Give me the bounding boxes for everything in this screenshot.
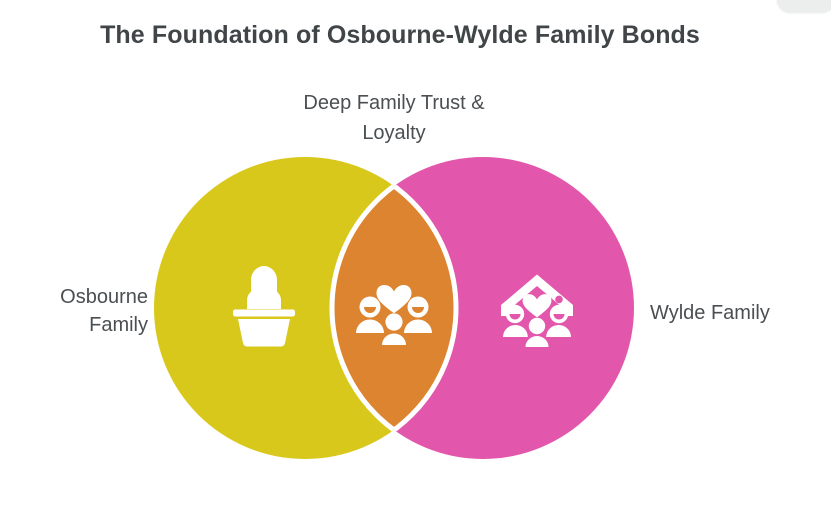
venn-intersection-outline: [329, 157, 456, 459]
venn-label-right: Wylde Family: [650, 302, 770, 324]
venn-label-left-line-2: Family: [89, 314, 148, 336]
family-under-roof-icon: [501, 274, 573, 347]
venn-intersection-label-line-2: Loyalty: [362, 122, 426, 144]
venn-intersection-label-line-1: Deep Family Trust &: [303, 92, 485, 114]
venn-intersection-lens[interactable]: [154, 157, 459, 459]
venn-label-left-line-1: Osbourne: [60, 286, 148, 308]
floating-chip[interactable]: [777, 0, 831, 12]
venn-intersection-label: Deep Family Trust & Loyalty: [254, 88, 534, 148]
page-title: The Foundation of Osbourne-Wylde Family …: [100, 21, 700, 49]
person-at-podium-icon: [233, 266, 295, 347]
family-with-heart-icon: [356, 284, 432, 345]
venn-label-left: Osbourne Family: [0, 283, 148, 339]
